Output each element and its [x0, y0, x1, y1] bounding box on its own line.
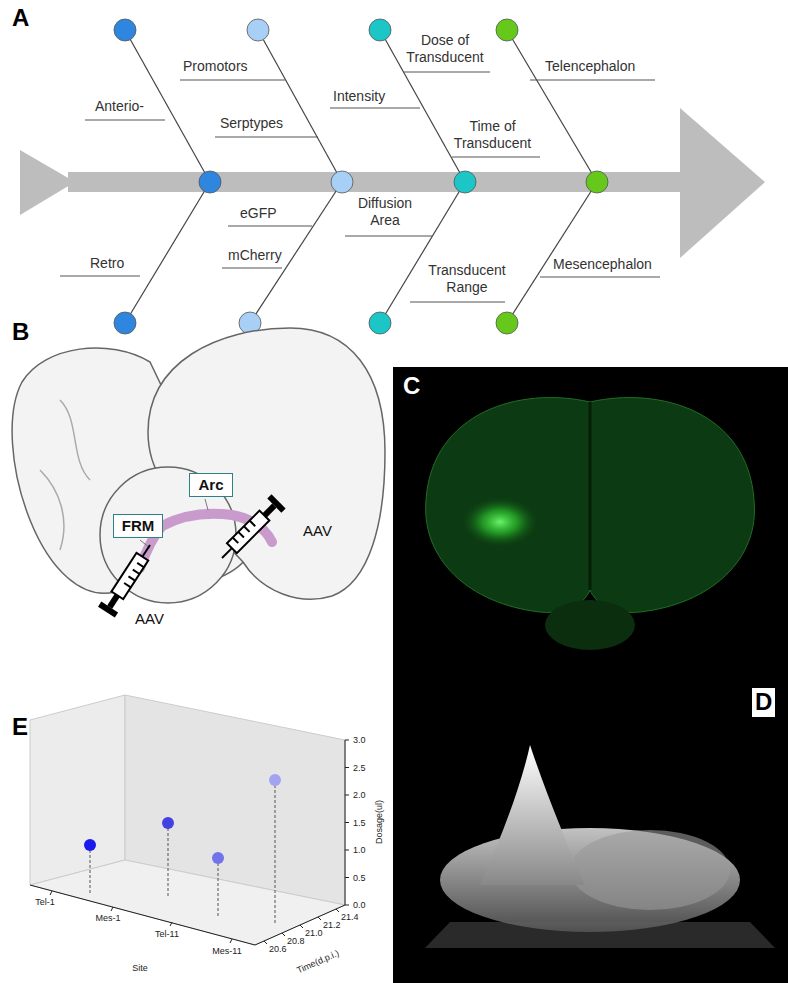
tick-label: 2.5	[353, 762, 366, 773]
axis-title: Site	[132, 963, 148, 974]
panel-letter: A	[12, 4, 29, 33]
region-box: Arc	[189, 473, 232, 497]
panel-letter: E	[12, 713, 28, 742]
tick-label: Tel-1	[35, 897, 55, 908]
factor-label: mCherry	[228, 247, 282, 264]
panel-letter: B	[12, 318, 29, 347]
region-name: Arc	[198, 476, 223, 493]
surface-plot	[393, 678, 788, 983]
factor-label: Transducent Range	[422, 262, 512, 296]
tick-label: 21.0	[305, 928, 323, 939]
tick-label: Mes-11	[212, 946, 241, 957]
tick-label: 21.4	[341, 912, 359, 923]
scatter-3d	[30, 695, 349, 945]
region-box: FRM	[113, 514, 164, 538]
axis-title: Dosage(ul)	[374, 800, 385, 844]
fishbone	[20, 19, 765, 334]
tick-label: 20.6	[269, 944, 287, 955]
injection-label: AAV	[303, 522, 332, 540]
factor-label: Mesencephalon	[553, 256, 652, 273]
tick-label: Mes-1	[95, 913, 120, 924]
tick-label: 21.2	[323, 920, 341, 931]
panel-letter: D	[752, 688, 775, 717]
factor-label: Diffusion Area	[345, 195, 425, 229]
tick-label: 3.0	[353, 735, 366, 746]
syringe	[98, 540, 158, 618]
tick-label: 1.5	[353, 817, 366, 828]
tick-label: Tel-11	[155, 929, 179, 940]
factor-label: eGFP	[240, 205, 277, 222]
factor-label: Anterio-	[95, 98, 144, 115]
tick-label: 0.5	[353, 872, 366, 883]
region-name: FRM	[122, 517, 155, 534]
factor-label: Time of Transducent	[445, 118, 540, 152]
factor-label: Serptypes	[220, 115, 283, 132]
tick-label: 20.8	[287, 936, 305, 947]
factor-label: Telencephalon	[545, 58, 635, 75]
panel-letter: C	[403, 372, 420, 401]
tick-label: 2.0	[353, 790, 366, 801]
fluorescence-image	[393, 367, 788, 678]
syringe	[215, 494, 286, 565]
tick-label: 1.0	[353, 845, 366, 856]
factor-label: Intensity	[333, 88, 385, 105]
factor-label: Retro	[90, 255, 124, 272]
tick-label: 0.0	[353, 900, 366, 911]
brain-illustration	[12, 328, 385, 603]
factor-label: Dose of Transducent	[395, 32, 495, 66]
axis-title: Time(d.p.i.)	[295, 948, 341, 976]
factor-label: Promotors	[183, 58, 248, 75]
injection-label: AAV	[135, 610, 164, 628]
